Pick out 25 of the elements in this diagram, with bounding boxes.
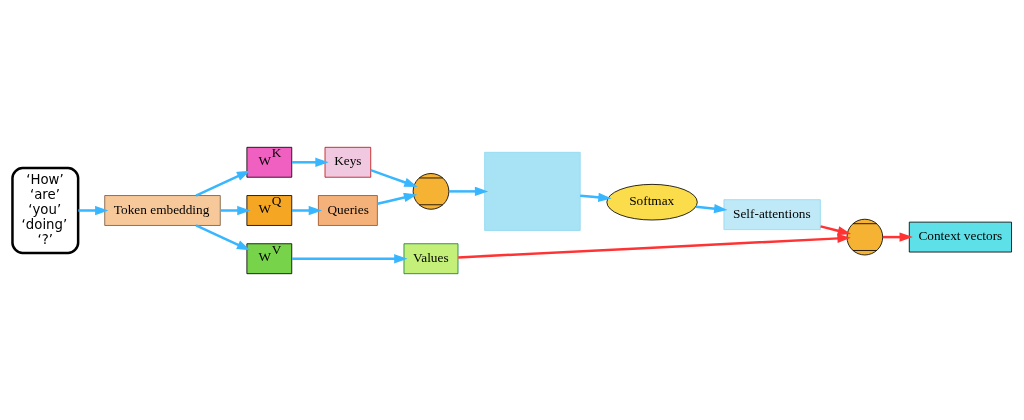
node-cross (412, 172, 450, 210)
node-box: ‘How’ ‘are’ ‘you’ ‘doing’ ‘?’ (11, 166, 80, 254)
arrow (292, 157, 329, 167)
node-box: Queries (317, 194, 378, 226)
node-box: Self-attentions (723, 198, 821, 230)
node-box (484, 151, 581, 231)
node-box: Values (403, 242, 459, 274)
arrow (370, 168, 418, 187)
arrow (695, 203, 728, 213)
node-box: Keys (324, 146, 372, 178)
node-box: Context vectors (908, 221, 1012, 252)
arrow (195, 223, 251, 250)
arrow (580, 192, 612, 202)
arrow (377, 192, 418, 205)
arrow (820, 224, 852, 235)
node-ellipse: Softmax (606, 183, 698, 220)
node-box: Token embedding (104, 194, 221, 226)
arrow (195, 170, 251, 197)
arrow (292, 253, 408, 263)
arrow (458, 233, 851, 259)
arrow (449, 186, 489, 196)
arrow (292, 205, 323, 215)
arrow (78, 205, 109, 215)
arrow (220, 205, 251, 215)
node-cross (846, 218, 884, 255)
